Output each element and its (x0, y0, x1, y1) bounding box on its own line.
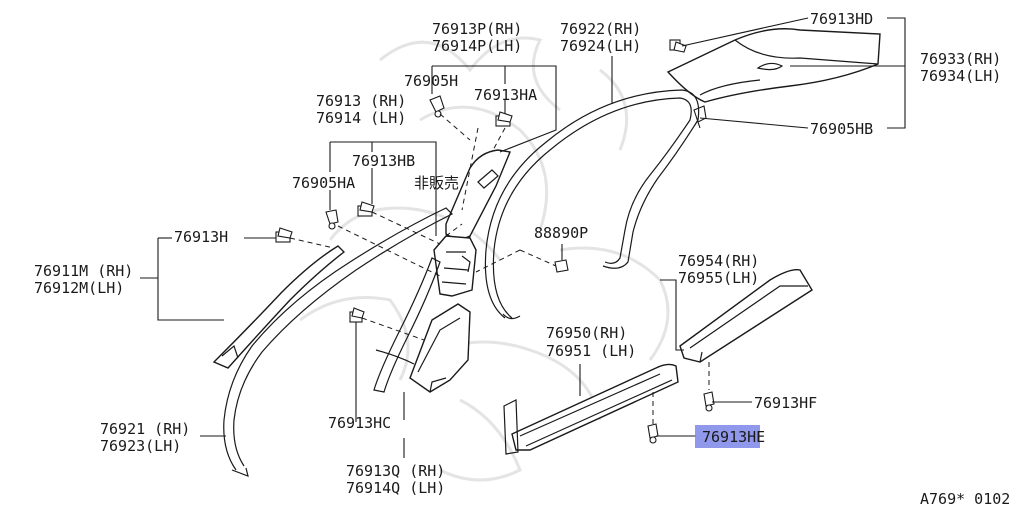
clip-76905H (429, 95, 445, 118)
label-76921-rh[interactable]: 76921 (RH) (100, 420, 190, 438)
label-76914-lh[interactable]: 76914 (LH) (316, 109, 406, 127)
label-76913HC[interactable]: 76913HC (328, 414, 391, 432)
clip-76905HB (693, 105, 707, 129)
label-76911M-rh[interactable]: 76911M (RH) (34, 262, 133, 280)
clip-76913HD (669, 39, 687, 53)
clip-76913HB (357, 201, 375, 217)
label-76913P-rh[interactable]: 76913P(RH) (432, 20, 522, 38)
clip-76913HC (349, 307, 365, 323)
door-weatherstrip (484, 89, 700, 320)
part-labels: 76913HD 76933(RH) 76934(LH) 76905HB 7691… (34, 10, 1010, 508)
center-pillar-garnish (433, 235, 477, 297)
clip-76913HA (495, 111, 513, 127)
quarter-trim-panel (666, 28, 881, 103)
label-not-for-sale: 非販売 (414, 174, 459, 192)
grommet-88890P (554, 259, 569, 273)
label-76954-rh[interactable]: 76954(RH) (678, 252, 759, 270)
label-76905HB[interactable]: 76905HB (810, 120, 873, 138)
rear-kicking-plate (679, 269, 813, 363)
label-76913HD[interactable]: 76913HD (810, 10, 873, 28)
leader-lines (140, 17, 906, 458)
label-76955-lh[interactable]: 76955(LH) (678, 269, 759, 287)
highlight-76913HE[interactable] (695, 425, 760, 448)
label-76934-lh[interactable]: 76934(LH) (920, 67, 1001, 85)
label-76951-lh[interactable]: 76951 (LH) (546, 342, 636, 360)
label-76913HA[interactable]: 76913HA (474, 86, 537, 104)
clip-76905HA (325, 209, 339, 230)
label-76905H[interactable]: 76905H (404, 72, 458, 90)
label-76913H[interactable]: 76913H (174, 228, 228, 246)
center-pillar-lower-garnish (409, 303, 471, 393)
clip-76913HE (647, 423, 659, 444)
label-88890P[interactable]: 88890P (534, 224, 588, 242)
front-pillar-garnish-strip (212, 245, 346, 369)
label-76923-lh[interactable]: 76923(LH) (100, 437, 181, 455)
label-76913Q-rh[interactable]: 76913Q (RH) (346, 462, 445, 480)
clip-76913H (275, 227, 293, 243)
diagram-code: A769* 0102 (920, 490, 1010, 508)
label-76913HE[interactable]: 76913HE (702, 428, 765, 446)
label-76914P-lh[interactable]: 76914P(LH) (432, 37, 522, 55)
front-kicking-plate (503, 363, 679, 455)
label-76913HF[interactable]: 76913HF (754, 394, 817, 412)
roof-side-garnish (223, 207, 454, 477)
label-76913HB[interactable]: 76913HB (352, 152, 415, 170)
label-76914Q-lh[interactable]: 76914Q (LH) (346, 479, 445, 497)
clip-76913HF (703, 391, 715, 412)
label-76924-lh[interactable]: 76924(LH) (560, 37, 641, 55)
label-76933-rh[interactable]: 76933(RH) (920, 50, 1001, 68)
label-76922-rh[interactable]: 76922(RH) (560, 20, 641, 38)
label-76905HA[interactable]: 76905HA (292, 174, 355, 192)
assembly-lines (289, 113, 710, 424)
label-76912M-lh[interactable]: 76912M(LH) (34, 279, 124, 297)
label-76950-rh[interactable]: 76950(RH) (546, 324, 627, 342)
label-76913-rh[interactable]: 76913 (RH) (316, 92, 406, 110)
